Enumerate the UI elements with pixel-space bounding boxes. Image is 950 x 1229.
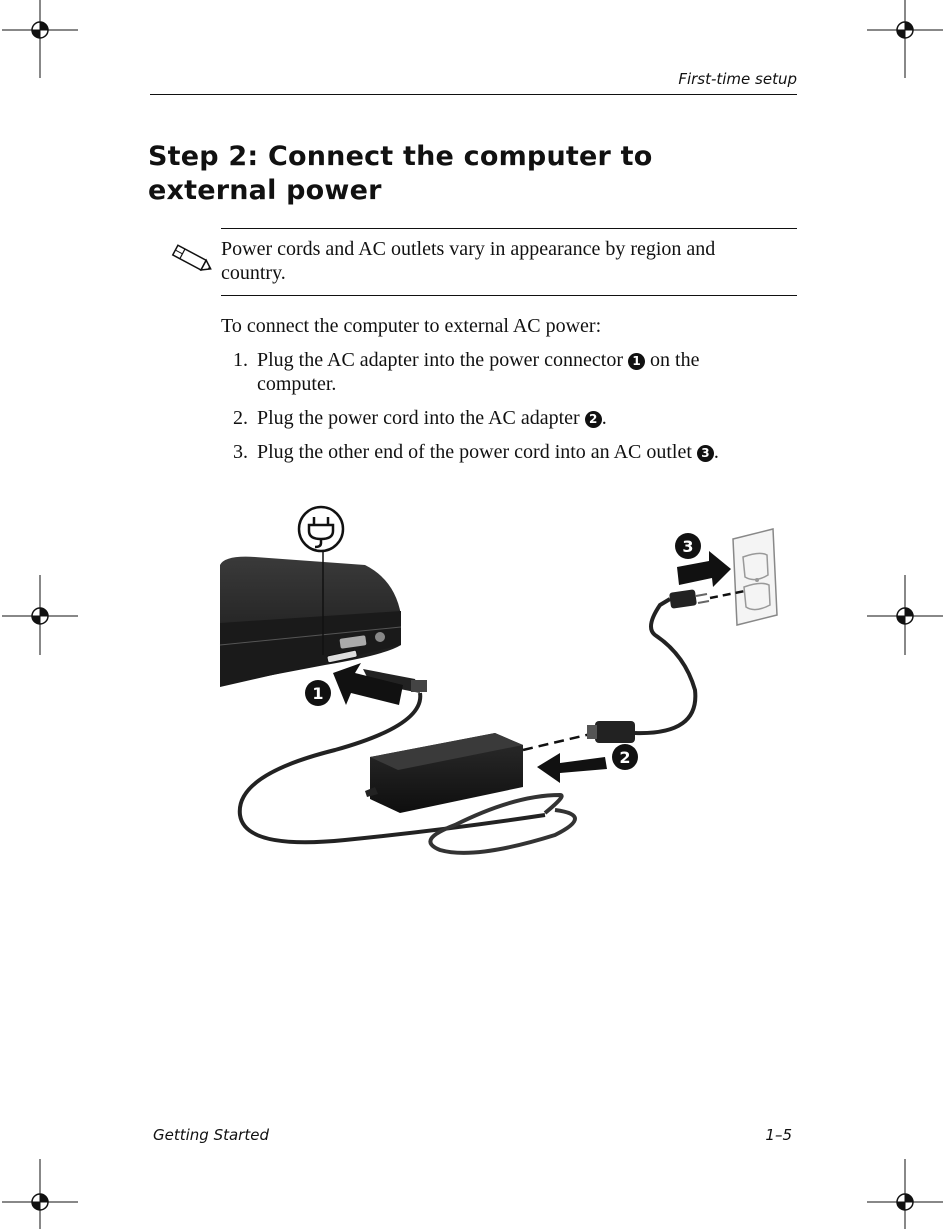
registration-mark-bottom-right	[867, 1159, 943, 1229]
title-line-2: external power	[148, 175, 382, 206]
callout-2-label: 2	[619, 748, 630, 767]
callout-2-marker	[612, 744, 638, 770]
registration-mark-mid-right	[867, 575, 943, 655]
step-text-end: on the computer.	[257, 349, 700, 395]
registration-mark-bottom-left	[2, 1159, 78, 1229]
note-text: Power cords and AC outlets vary in appea…	[221, 238, 716, 284]
title-line-1: Step 2: Connect the computer to	[148, 141, 653, 172]
steps-list: 1. Plug the AC adapter into the power co…	[233, 348, 773, 474]
footer-page-number: 1–5	[765, 1126, 792, 1144]
step-text-end: .	[601, 407, 607, 429]
step-number: 3.	[233, 441, 248, 463]
callout-badge: 3	[696, 445, 714, 462]
step-text: Plug the other end of the power cord int…	[257, 441, 697, 463]
intro-text: To connect the computer to external AC p…	[221, 315, 602, 337]
section-name: First-time setup	[678, 70, 797, 88]
step-text-end: .	[713, 441, 719, 463]
pencil-note-icon	[171, 244, 212, 272]
step-text: Plug the power cord into the AC adapter	[257, 407, 585, 429]
page-title: Step 2: Connect the computer to external…	[148, 140, 708, 208]
list-item: 3. Plug the other end of the power cord …	[233, 440, 773, 464]
power-connection-illustration: 1 2 3	[219, 505, 778, 855]
laptop-graphic	[219, 556, 402, 687]
ac-adapter-graphic	[365, 733, 523, 813]
running-header: First-time setup	[150, 70, 797, 95]
list-item: 1. Plug the AC adapter into the power co…	[233, 348, 773, 396]
step-number: 1.	[233, 349, 248, 371]
registration-mark-top-left	[2, 0, 78, 78]
footer-book-title: Getting Started	[153, 1126, 269, 1144]
power-plug-icon	[297, 505, 345, 655]
callout-badge: 1	[628, 353, 646, 370]
callout-3-marker	[675, 533, 701, 559]
callout-1-label: 1	[312, 684, 323, 703]
list-item: 2. Plug the power cord into the AC adapt…	[233, 406, 773, 430]
registration-mark-top-right	[867, 0, 943, 78]
note-box: Power cords and AC outlets vary in appea…	[171, 228, 797, 296]
step-text: Plug the AC adapter into the power conne…	[257, 349, 629, 371]
step-number: 2.	[233, 407, 248, 429]
registration-mark-mid-left	[2, 575, 78, 655]
callout-badge: 2	[584, 411, 602, 428]
wall-outlet-graphic	[732, 528, 778, 626]
callout-3-label: 3	[682, 537, 693, 556]
callout-1-marker	[305, 680, 331, 706]
